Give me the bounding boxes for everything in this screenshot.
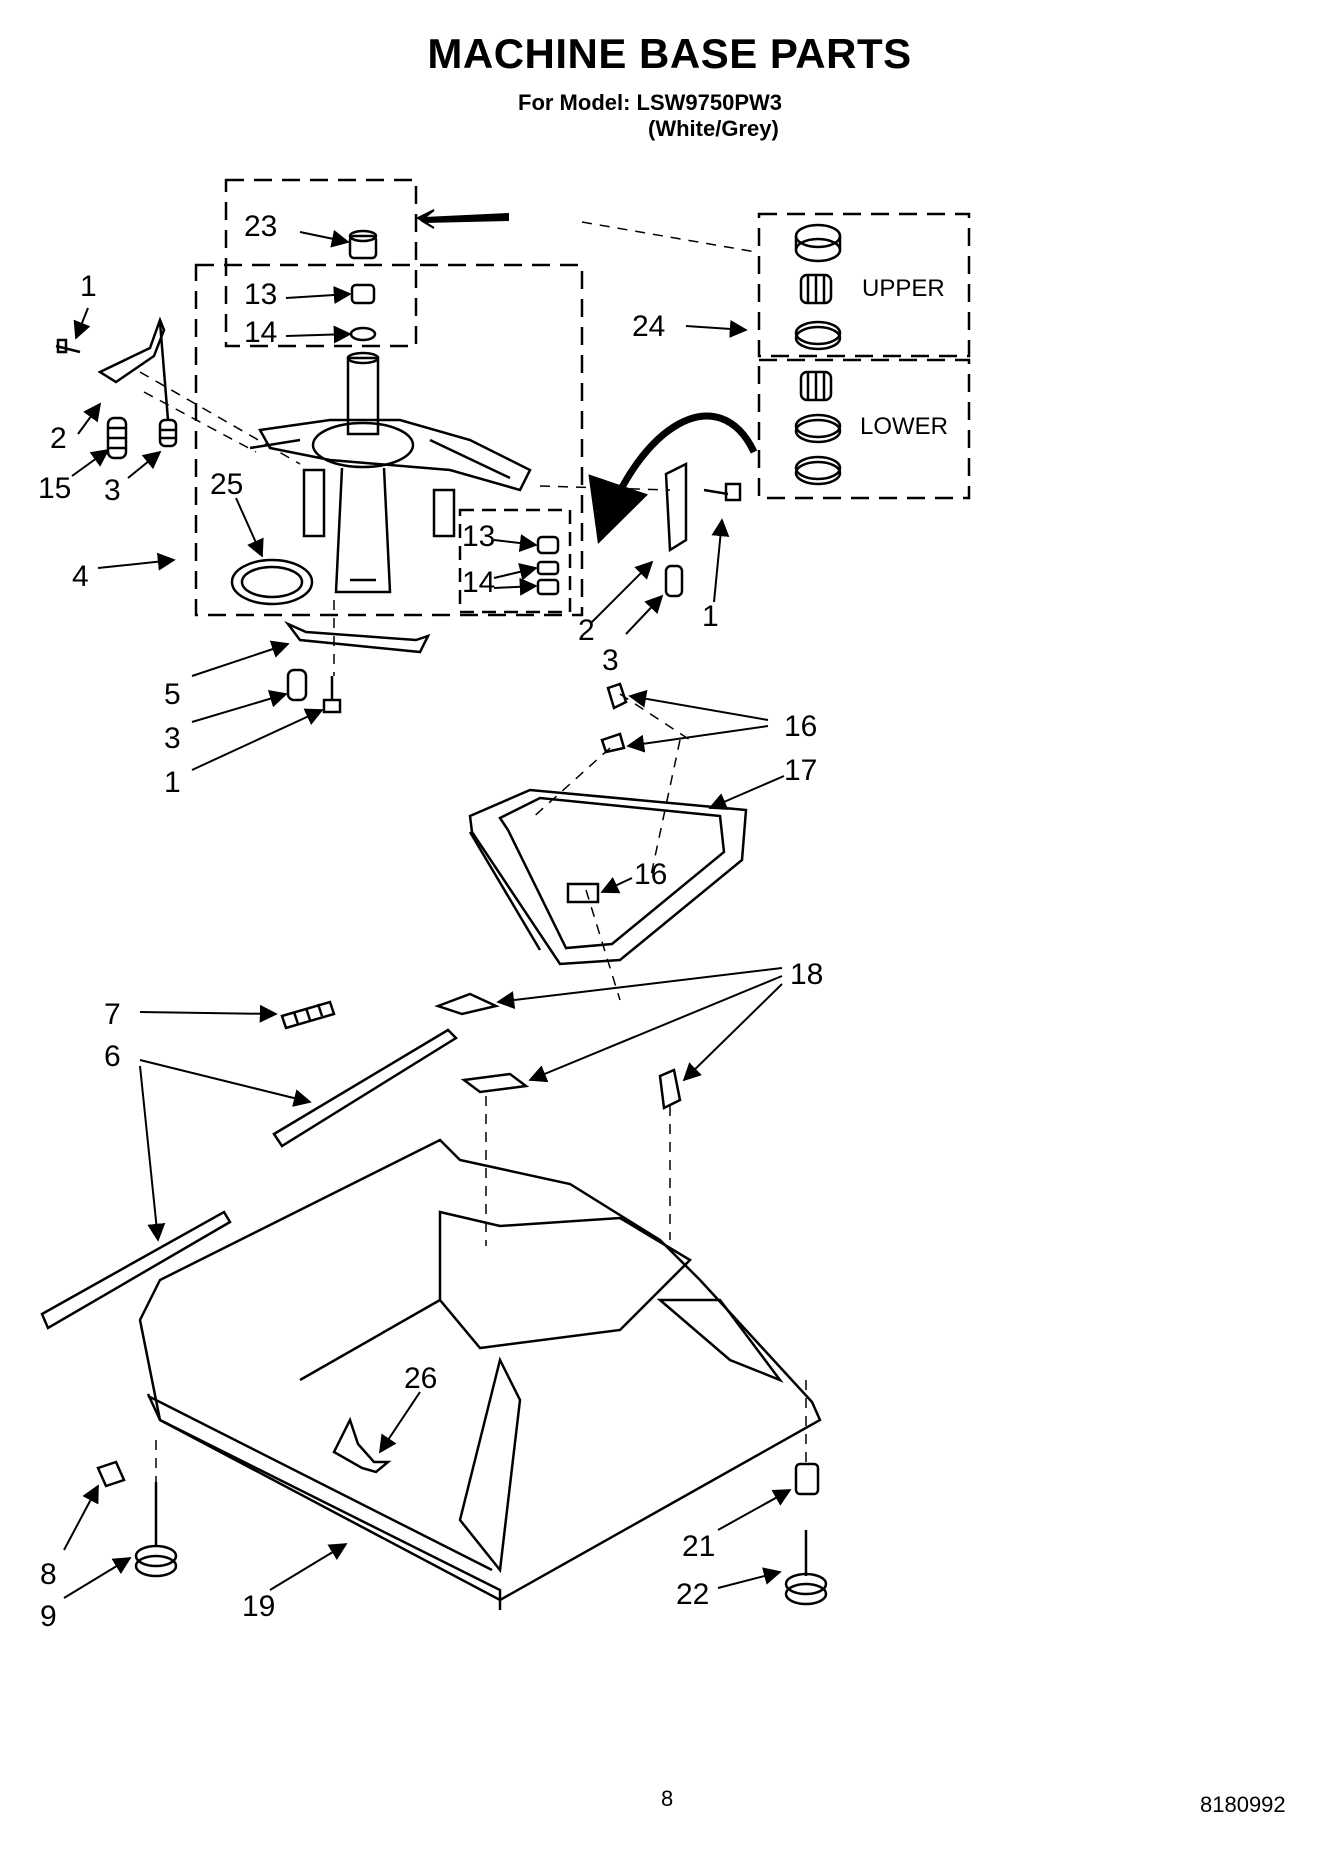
tension-spring-icon xyxy=(280,1000,336,1030)
callout-15: 15 xyxy=(38,472,71,505)
clip-lower-icon xyxy=(566,882,600,904)
callout-13: 13 xyxy=(244,278,277,311)
model-variant: (White/Grey) xyxy=(648,116,779,141)
base-frame-icon xyxy=(138,1138,822,1610)
callout-18: 18 xyxy=(790,958,823,991)
clip-upper-icon xyxy=(606,682,628,710)
callout-22: 22 xyxy=(676,1578,709,1611)
leveling-leg-left-icon xyxy=(134,1482,178,1578)
callout-23: 23 xyxy=(244,210,277,243)
seal-ring-icon xyxy=(230,558,314,606)
callout-9: 9 xyxy=(40,1600,57,1633)
upper-rail-icon xyxy=(272,1028,458,1148)
snubber-bushing-icon xyxy=(536,535,560,555)
upper-spacer-icon xyxy=(349,326,377,342)
callout-1-right: 1 xyxy=(702,600,719,633)
callout-2-right: 2 xyxy=(578,614,595,647)
gearcase-assembly xyxy=(249,351,532,594)
lower-bracket-icon xyxy=(284,620,431,654)
upper-bearing-icon xyxy=(794,223,842,263)
gearcase-group-box xyxy=(194,263,584,617)
callout-14-lower: 14 xyxy=(462,566,495,599)
upper-gear-bushing-icon xyxy=(799,273,833,305)
callout-8: 8 xyxy=(40,1558,57,1591)
snubber-gear-icon xyxy=(536,560,560,576)
snubber-gear-2-icon xyxy=(536,578,560,596)
left-bolt-icon xyxy=(55,338,81,354)
callout-5: 5 xyxy=(164,678,181,711)
pin-icon xyxy=(96,1460,126,1488)
lower-washer-icon xyxy=(794,413,842,444)
model-number: For Model: LSW9750PW3 xyxy=(518,90,783,115)
callout-6: 6 xyxy=(104,1040,121,1073)
lower-snubber-group-box xyxy=(458,508,572,614)
callout-26: 26 xyxy=(404,1362,437,1395)
callout-1: 1 xyxy=(80,270,97,303)
lower-washer-2-icon xyxy=(794,455,842,486)
callout-7: 7 xyxy=(104,998,121,1031)
callout-1-lower: 1 xyxy=(164,766,181,799)
callout-14: 14 xyxy=(244,316,277,349)
lower-gear-bushing-icon xyxy=(799,370,833,402)
right-bolt-icon xyxy=(703,482,742,502)
callout-19: 19 xyxy=(242,1590,275,1623)
leveling-leg-right-icon xyxy=(784,1530,828,1606)
wire-clip-icon xyxy=(332,1416,392,1474)
lower-spring-icon xyxy=(286,668,308,702)
callout-3: 3 xyxy=(104,474,121,507)
page-title: MACHINE BASE PARTS xyxy=(427,30,912,77)
callout-17: 17 xyxy=(784,754,817,787)
left-spring-2-icon xyxy=(158,418,178,448)
top-frame-icon xyxy=(468,788,748,966)
callout-16-lower: 16 xyxy=(634,858,667,891)
callout-25: 25 xyxy=(210,468,243,501)
pad-center-icon xyxy=(460,1072,530,1094)
lower-bolt-icon xyxy=(322,676,342,714)
callout-2: 2 xyxy=(50,422,67,455)
document-number: 8180992 xyxy=(1200,1792,1286,1817)
callout-21: 21 xyxy=(682,1530,715,1563)
page-number: 8 xyxy=(661,1786,674,1811)
upper-kit-box xyxy=(757,212,971,358)
right-spring-icon xyxy=(664,564,684,598)
callout-24: 24 xyxy=(632,310,665,343)
callout-4: 4 xyxy=(72,560,89,593)
clip-middle-icon xyxy=(600,732,626,754)
callout-3-right: 3 xyxy=(602,644,619,677)
upper-kit-label: UPPER xyxy=(862,275,945,302)
lower-kit-label: LOWER xyxy=(860,413,948,440)
kit-arrow-icon xyxy=(588,412,758,544)
upper-bushing-icon xyxy=(350,283,376,305)
callout-13-lower: 13 xyxy=(462,520,495,553)
bearing-cap-icon xyxy=(348,229,378,260)
upper-washer-icon xyxy=(794,320,842,351)
left-spring-icon xyxy=(106,416,128,460)
upper-bearing-group-box xyxy=(224,178,418,348)
lower-kit-box xyxy=(757,358,971,500)
box-pointer-arrow xyxy=(415,209,509,229)
callout-16: 16 xyxy=(784,710,817,743)
callout-3-lower: 3 xyxy=(164,722,181,755)
left-bracket-icon xyxy=(97,316,170,421)
pad-left-icon xyxy=(434,992,500,1016)
leg-nut-right-icon xyxy=(794,1462,820,1496)
pad-right-icon xyxy=(658,1068,682,1110)
lower-rail-icon xyxy=(40,1210,232,1330)
right-bracket-icon xyxy=(664,461,688,553)
